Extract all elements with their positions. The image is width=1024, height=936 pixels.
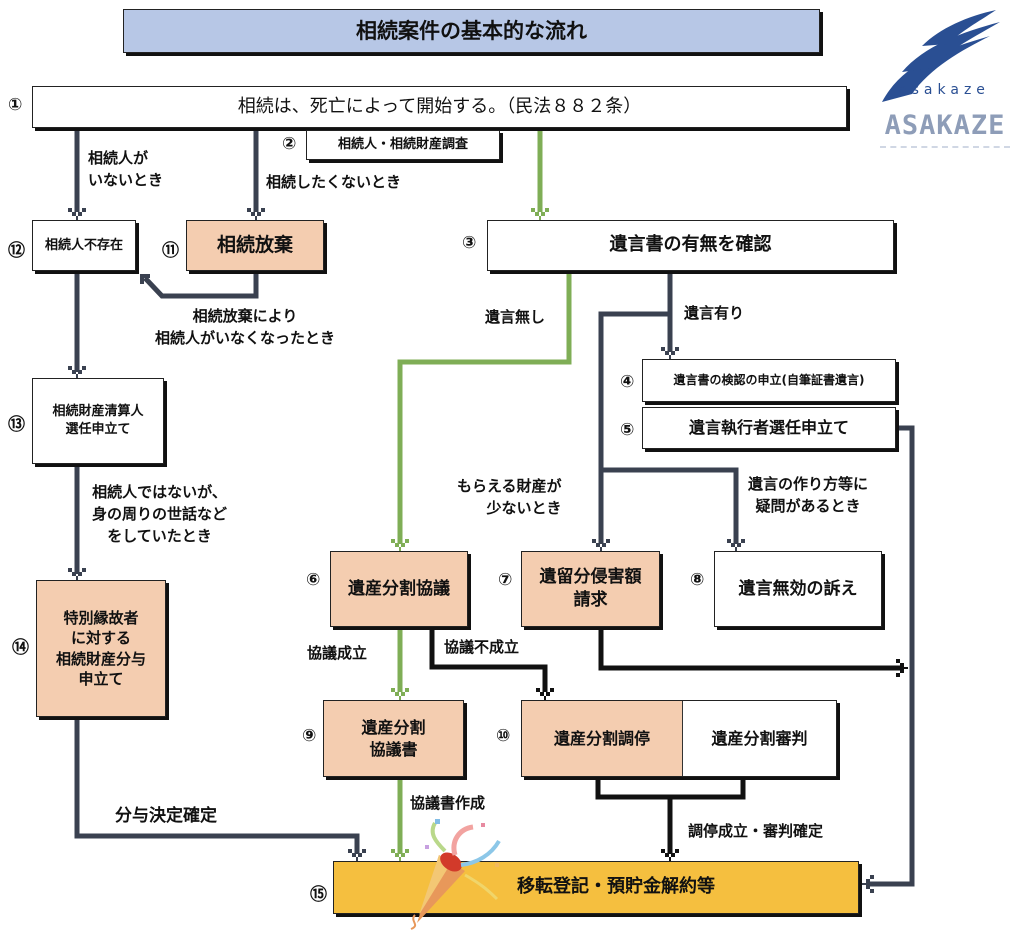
node-text: 遺言無効の訴え bbox=[738, 578, 858, 599]
node-text: 遺言執行者選任申立て bbox=[688, 418, 849, 438]
step-number: ① bbox=[8, 95, 23, 115]
arrowhead bbox=[391, 539, 409, 551]
node-text: 相続は、死亡によって開始する。（民法８８２条） bbox=[237, 95, 642, 117]
node-text: 遺産分割協議 bbox=[348, 578, 450, 599]
step-number: ⑤ bbox=[620, 420, 635, 440]
node-renunciation[interactable]: 相続放棄 bbox=[186, 220, 324, 271]
arrowhead bbox=[68, 366, 86, 378]
node-text: 遺言書の検認の申立(自筆証書遺言) bbox=[673, 373, 865, 388]
label-no-heir: 相続人が いないとき bbox=[88, 149, 164, 189]
label-renounce-none: 相続放棄により 相続人がいなくなったとき bbox=[155, 307, 336, 347]
edge-5-to-15 bbox=[866, 425, 915, 887]
step-number: ⑦ bbox=[498, 570, 513, 590]
label-not-heir-but: 相続人ではないが、 身の周りの世話など をしていたとき bbox=[92, 483, 228, 545]
logo-wordmark: ASAKAZE bbox=[884, 110, 1006, 141]
node-text: 移転登記・預貯金解約等 bbox=[517, 876, 715, 898]
node-will-invalidity-suit[interactable]: 遺言無効の訴え bbox=[714, 551, 882, 627]
arrowhead bbox=[661, 347, 679, 359]
edge-3-no-will bbox=[397, 272, 572, 544]
logo-script-text: asakaze bbox=[898, 82, 990, 98]
label-agreed: 協議成立 bbox=[307, 644, 368, 662]
page-title-text: 相続案件の基本的な流れ bbox=[356, 18, 587, 43]
node-text: 遺産分割調停 bbox=[553, 728, 650, 748]
arrowhead bbox=[348, 849, 366, 861]
label-no-will: 遺言無し bbox=[485, 308, 546, 326]
node-text: 相続放棄 bbox=[216, 233, 293, 256]
step-number: ⑩ bbox=[496, 726, 511, 746]
label-deed-made: 協議書作成 bbox=[410, 794, 486, 812]
label-mediation-done: 調停成立・審判確定 bbox=[688, 822, 824, 840]
arrowhead bbox=[247, 208, 265, 220]
party-popper-icon bbox=[410, 819, 501, 930]
node-division-agreement-deed[interactable]: 遺産分割 協議書 bbox=[323, 700, 464, 777]
step-number: ⑫ bbox=[8, 241, 25, 261]
step-number: ⑬ bbox=[8, 415, 25, 435]
label-doubt-will: 遺言の作り方等に 疑問があるとき bbox=[748, 475, 869, 515]
step-number: ② bbox=[282, 134, 297, 154]
node-estate-administrator[interactable]: 相続財産清算人 選任申立て bbox=[32, 378, 164, 464]
arrowhead bbox=[661, 849, 679, 861]
edge-11-to-12 bbox=[143, 272, 259, 299]
arrowhead bbox=[140, 274, 150, 284]
node-text: 相続財産清算人 選任申立て bbox=[52, 404, 144, 437]
node-heir-property-survey[interactable]: 相続人・相続財産調査 bbox=[306, 130, 500, 160]
arrowhead bbox=[68, 208, 86, 220]
node-mediation-adjudication[interactable]: 遺産分割調停 遺産分割審判 bbox=[521, 700, 837, 777]
edge-branch-to-8 bbox=[601, 467, 739, 544]
node-special-relation-grant[interactable]: 特別縁故者 に対する 相続財産分与 申立て bbox=[36, 580, 166, 717]
node-executor-appointment[interactable]: 遺言執行者選任申立て bbox=[642, 407, 896, 449]
node-mediation[interactable]: 遺産分割調停 bbox=[522, 701, 683, 776]
arrowhead bbox=[592, 539, 610, 551]
label-no-wish: 相続したくないとき bbox=[266, 173, 402, 191]
node-registration-and-closure[interactable]: 移転登記・預貯金解約等 bbox=[333, 861, 859, 914]
arrowhead bbox=[896, 659, 908, 677]
arrowhead bbox=[862, 875, 874, 893]
edge-7-to-right bbox=[598, 628, 904, 671]
step-number: ⑮ bbox=[310, 885, 327, 905]
node-text: 特別縁故者 に対する 相続財産分与 申立て bbox=[55, 609, 146, 688]
arrowhead bbox=[391, 849, 409, 861]
page-title: 相続案件の基本的な流れ bbox=[123, 9, 820, 53]
node-text: 遺産分割 協議書 bbox=[361, 717, 426, 759]
node-text: 相続人不存在 bbox=[44, 237, 123, 253]
node-division-negotiation[interactable]: 遺産分割協議 bbox=[330, 551, 468, 627]
edge-14-to-15 bbox=[74, 718, 360, 854]
arrowhead bbox=[391, 688, 409, 700]
node-text: 遺留分侵害額 請求 bbox=[539, 567, 642, 610]
arrowhead bbox=[536, 688, 554, 700]
step-number: ⑧ bbox=[690, 570, 705, 590]
step-number: ⑨ bbox=[302, 726, 317, 746]
step-number: ⑥ bbox=[306, 570, 321, 590]
node-reserved-share-claim[interactable]: 遺留分侵害額 請求 bbox=[521, 551, 660, 627]
node-check-will[interactable]: 遺言書の有無を確認 bbox=[487, 220, 894, 271]
step-number: ⑭ bbox=[12, 638, 29, 658]
node-will-probate[interactable]: 遺言書の検認の申立(自筆証書遺言) bbox=[642, 359, 896, 402]
step-number: ④ bbox=[620, 372, 635, 392]
step-number: ③ bbox=[462, 233, 477, 253]
label-small-share: もらえる財産が 少ないとき bbox=[457, 477, 562, 517]
label-grant-fixed: 分与決定確定 bbox=[115, 806, 217, 826]
node-text: 遺言書の有無を確認 bbox=[609, 234, 772, 256]
wave-logo-icon bbox=[882, 10, 1000, 102]
edge-10-bracket bbox=[595, 778, 746, 800]
arrowhead bbox=[531, 208, 549, 220]
arrowhead bbox=[727, 539, 745, 551]
node-adjudication[interactable]: 遺産分割審判 bbox=[683, 701, 836, 776]
label-has-will: 遺言有り bbox=[684, 304, 745, 322]
node-inheritance-start[interactable]: 相続は、死亡によって開始する。（民法８８２条） bbox=[32, 86, 847, 128]
logo-divider bbox=[880, 146, 1010, 152]
node-no-heir[interactable]: 相続人不存在 bbox=[32, 220, 136, 271]
node-text: 相続人・相続財産調査 bbox=[337, 137, 468, 153]
edge-6-to-10 bbox=[429, 628, 548, 692]
node-text: 遺産分割審判 bbox=[711, 728, 808, 748]
step-number: ⑪ bbox=[162, 241, 179, 261]
arrowhead bbox=[68, 568, 86, 580]
edge-3-branch-left bbox=[598, 311, 670, 544]
label-not-agreed: 協議不成立 bbox=[444, 638, 520, 656]
